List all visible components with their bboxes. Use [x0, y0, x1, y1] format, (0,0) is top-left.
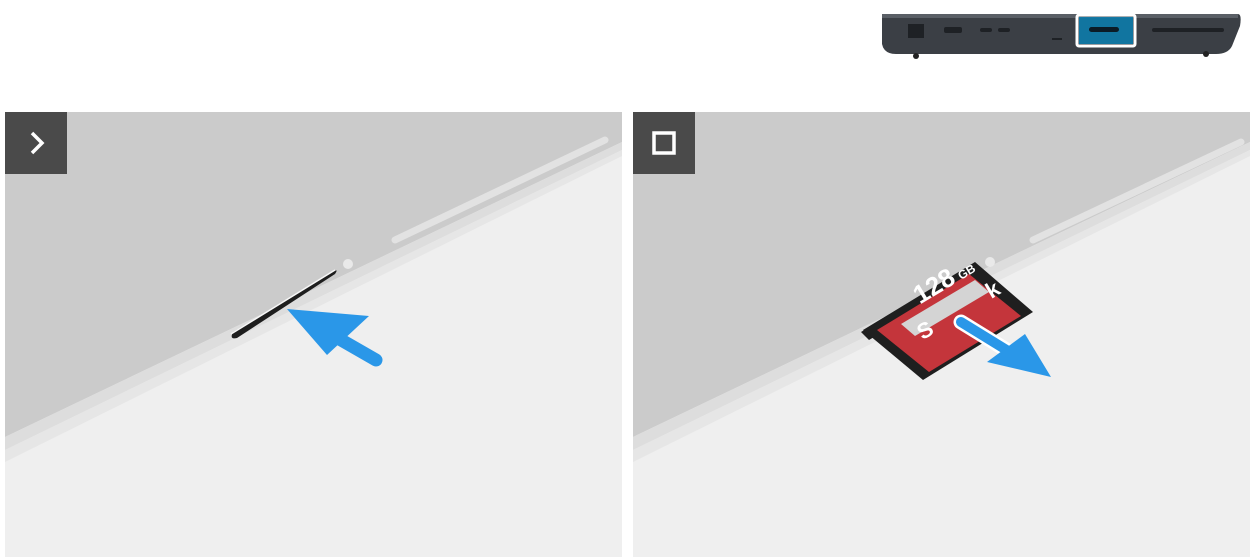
- stop-square-icon: [649, 128, 679, 158]
- hdmi-port-icon: [944, 27, 962, 33]
- step-badge: [5, 112, 67, 174]
- usb-c-port-icon: [980, 28, 992, 32]
- usb-c-port-icon-2: [998, 28, 1010, 32]
- step-insert-panel: [5, 112, 622, 557]
- chevron-right-icon: [21, 128, 51, 158]
- ethernet-port-icon: [908, 24, 924, 38]
- laptop-side-view: [876, 4, 1244, 62]
- step-remove-panel: 128 GB S k: [633, 112, 1250, 557]
- step-badge: [633, 112, 695, 174]
